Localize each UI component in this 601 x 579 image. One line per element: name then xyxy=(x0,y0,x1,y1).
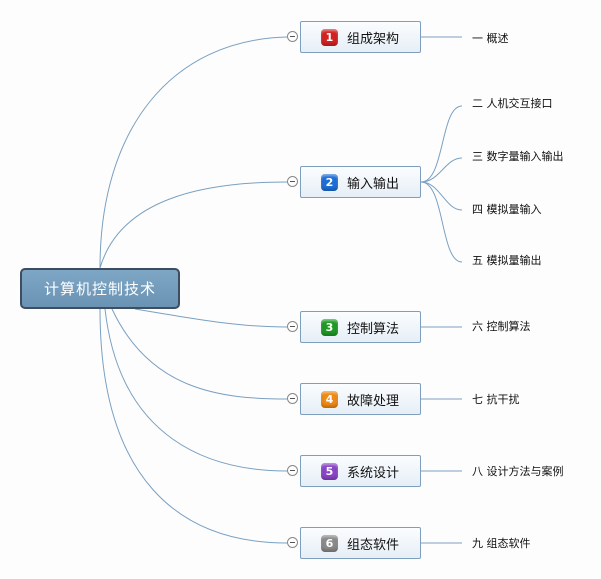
connector-root-branch-1 xyxy=(99,36,288,269)
connector-branch-2-leaf-2 xyxy=(420,157,463,183)
leaf-topic-3-1[interactable]: 六 控制算法 xyxy=(472,320,531,333)
leaf-topic-1-1[interactable]: 一 概述 xyxy=(472,32,509,45)
root-topic-label: 计算机控制技术 xyxy=(43,280,156,298)
number-badge-2: 2 xyxy=(321,173,338,191)
branch-label-5: 系统设计 xyxy=(347,465,400,481)
branch-topic-6[interactable]: 6 组态软件 xyxy=(300,527,421,559)
connector-root-branch-4 xyxy=(111,308,288,400)
collapse-toggle-3[interactable] xyxy=(287,321,298,332)
leaf-topic-5-1[interactable]: 八 设计方法与案例 xyxy=(472,465,564,478)
connector-root-branch-2 xyxy=(99,181,288,269)
collapse-toggle-5[interactable] xyxy=(287,465,298,476)
branch-label-1: 组成架构 xyxy=(347,31,400,47)
leaf-topic-2-3[interactable]: 四 模拟量输入 xyxy=(472,203,542,216)
connector-branch-2-leaf-4 xyxy=(420,181,463,263)
collapse-toggle-6[interactable] xyxy=(287,537,298,548)
number-badge-4: 4 xyxy=(321,390,338,408)
branch-topic-2[interactable]: 2 输入输出 xyxy=(300,166,421,198)
leaf-topic-6-1[interactable]: 九 组态软件 xyxy=(472,537,531,550)
collapse-toggle-4[interactable] xyxy=(287,393,298,404)
leaf-topic-2-1[interactable]: 二 人机交互接口 xyxy=(472,97,553,110)
connector-root-branch-3 xyxy=(134,308,288,328)
connector-root-branch-5 xyxy=(104,308,288,472)
branch-label-6: 组态软件 xyxy=(347,537,400,553)
branch-topic-5[interactable]: 5 系统设计 xyxy=(300,455,421,487)
branch-label-3: 控制算法 xyxy=(347,321,400,337)
connector-root-branch-6 xyxy=(99,308,288,544)
connector-branch-2-leaf-3 xyxy=(420,181,463,211)
leaf-topic-2-4[interactable]: 五 模拟量输出 xyxy=(472,254,542,267)
connector-branch-2-leaf-1 xyxy=(420,105,463,183)
number-badge-1: 1 xyxy=(321,28,338,46)
collapse-toggle-1[interactable] xyxy=(287,31,298,42)
number-badge-6: 6 xyxy=(321,534,338,552)
branch-label-2: 输入输出 xyxy=(347,176,400,192)
collapse-toggle-2[interactable] xyxy=(287,176,298,187)
leaf-topic-4-1[interactable]: 七 抗干扰 xyxy=(472,393,520,406)
branch-topic-4[interactable]: 4 故障处理 xyxy=(300,383,421,415)
leaf-topic-2-2[interactable]: 三 数字量输入输出 xyxy=(472,150,564,163)
root-topic[interactable]: 计算机控制技术 xyxy=(20,268,180,309)
branch-label-4: 故障处理 xyxy=(347,393,400,409)
branch-topic-3[interactable]: 3 控制算法 xyxy=(300,311,421,343)
number-badge-5: 5 xyxy=(321,462,338,480)
number-badge-3: 3 xyxy=(321,318,338,336)
branch-topic-1[interactable]: 1 组成架构 xyxy=(300,21,421,53)
